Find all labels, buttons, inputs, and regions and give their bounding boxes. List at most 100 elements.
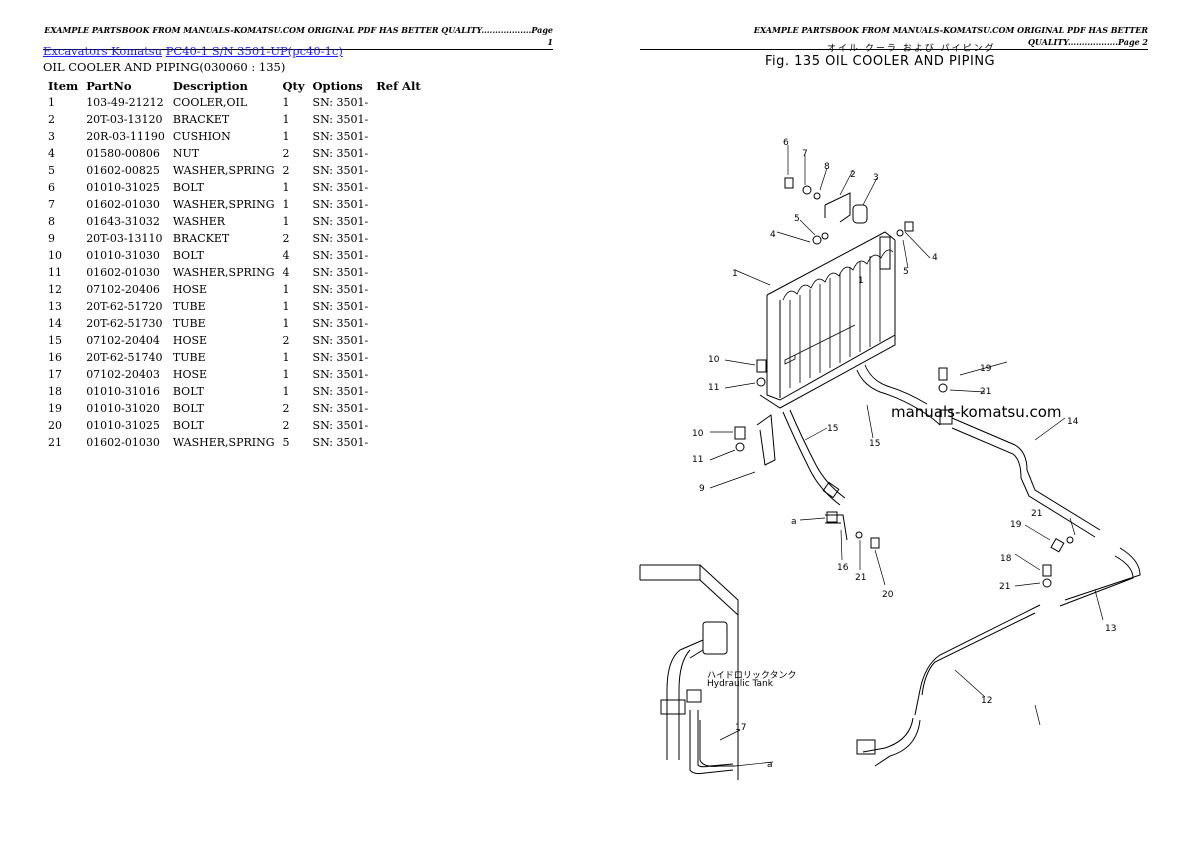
cell-description: TUBE [172, 317, 206, 330]
breadcrumb-category-link[interactable]: Excavators Komatsu [43, 44, 163, 58]
cell-item: 6 [48, 181, 55, 194]
figure-title-japanese: オイル クーラ および パイピング [827, 44, 996, 54]
cell-description: WASHER,SPRING [172, 266, 275, 279]
cell-options: SN: 3501- [312, 215, 369, 228]
cell-description: BOLT [172, 419, 204, 432]
cell-item: 3 [48, 130, 55, 143]
cell-description: BOLT [172, 181, 204, 194]
hose-12-fitting [856, 739, 876, 755]
cell-qty: 1 [282, 215, 290, 228]
callout-20: 20 [882, 590, 894, 600]
cell-qty: 1 [282, 96, 290, 109]
cell-options: SN: 3501- [312, 334, 369, 347]
breadcrumb-model-link[interactable]: PC40-1 S/N 3501-UP(pc40-1c) [165, 44, 343, 58]
callout-21: 21 [980, 387, 991, 397]
callout-13: 13 [1105, 624, 1116, 634]
cell-options: SN: 3501- [312, 351, 369, 364]
cell-options: SN: 3501- [312, 164, 369, 177]
callout-4: 4 [770, 230, 776, 240]
table-header-row: Item PartNo Description Qty Options Ref … [45, 77, 425, 94]
cell-ref-alt [372, 400, 424, 417]
cell-item: 8 [48, 215, 55, 228]
cell-item: 21 [48, 436, 62, 449]
callout-19: 19 [980, 364, 992, 374]
cell-item: 15 [48, 334, 62, 347]
cell-ref-alt [372, 247, 424, 264]
callout-3: 3 [873, 173, 879, 183]
hose-right [856, 364, 941, 426]
leader-lines [709, 145, 1104, 767]
hose-17 [699, 720, 735, 767]
cell-description: WASHER [172, 215, 226, 228]
parts-table: Item PartNo Description Qty Options Ref … [45, 77, 425, 451]
diagram-page: EXAMPLE PARTSBOOK FROM MANUALS-KOMATSU.C… [595, 0, 1190, 842]
cell-description: TUBE [172, 300, 206, 313]
cell-description: WASHER,SPRING [172, 198, 275, 211]
callout-21d: 21 [855, 573, 866, 583]
cell-ref-alt [372, 264, 424, 281]
callout-8: 8 [824, 162, 830, 172]
cell-item: 13 [48, 300, 62, 313]
callout-1: 1 [858, 276, 864, 286]
callout-19b: 19 [1010, 520, 1022, 530]
cell-partno: 07102-20406 [86, 283, 160, 296]
cell-qty: 4 [282, 249, 290, 262]
callout-5: 5 [794, 214, 800, 224]
page-header: EXAMPLE PARTSBOOK FROM MANUALS-KOMATSU.C… [43, 24, 553, 50]
cell-partno: 01010-31020 [86, 402, 160, 415]
bracket-part [824, 192, 851, 223]
cell-partno: 103-49-21212 [86, 96, 164, 109]
callout-10: 10 [708, 355, 720, 365]
cell-options: SN: 3501- [312, 317, 369, 330]
washer-21b [1066, 536, 1074, 544]
cell-description: BOLT [172, 385, 204, 398]
cell-qty: 1 [282, 130, 290, 143]
cell-qty: 1 [282, 300, 290, 313]
cell-partno: 01010-31016 [86, 385, 160, 398]
tube-14 [951, 417, 1101, 538]
lower-bolt [734, 426, 746, 440]
cell-options: SN: 3501- [312, 181, 369, 194]
cell-description: BRACKET [172, 232, 230, 245]
section-title: OIL COOLER AND PIPING(030060 : 135) [43, 60, 286, 74]
cooler-washer [756, 377, 766, 387]
column-header-description: Description [172, 78, 248, 93]
callout-6: 6 [783, 138, 789, 148]
cell-partno: 07102-20404 [86, 334, 160, 347]
washer-21 [938, 383, 948, 393]
cell-options: SN: 3501- [312, 283, 369, 296]
cell-partno: 01602-01030 [86, 198, 160, 211]
callout-9: 9 [699, 484, 705, 494]
cell-description: HOSE [172, 368, 208, 381]
cell-qty: 1 [282, 283, 290, 296]
callout-14: 14 [1067, 417, 1079, 427]
callout-12: 12 [981, 696, 992, 706]
watermark: manuals-komatsu.com [891, 403, 1062, 421]
cell-item: 4 [48, 147, 55, 160]
tank-label: Hydraulic Tank [707, 679, 774, 689]
cell-qty: 2 [282, 334, 290, 347]
cell-partno: 20T-62-51730 [86, 317, 163, 330]
tube-13 [1059, 547, 1141, 607]
cell-options: SN: 3501- [312, 130, 369, 143]
cell-item: 20 [48, 419, 62, 432]
cell-partno: 20T-62-51720 [86, 300, 163, 313]
column-header-partno: PartNo [86, 78, 132, 93]
cell-ref-alt [372, 417, 424, 434]
cell-options: SN: 3501- [312, 147, 369, 160]
cell-qty: 1 [282, 198, 290, 211]
cell-description: BOLT [172, 249, 204, 262]
cushion-part [852, 204, 868, 224]
cell-ref-alt [372, 281, 424, 298]
hose-fitting [939, 409, 953, 425]
washer-21d [855, 531, 863, 539]
